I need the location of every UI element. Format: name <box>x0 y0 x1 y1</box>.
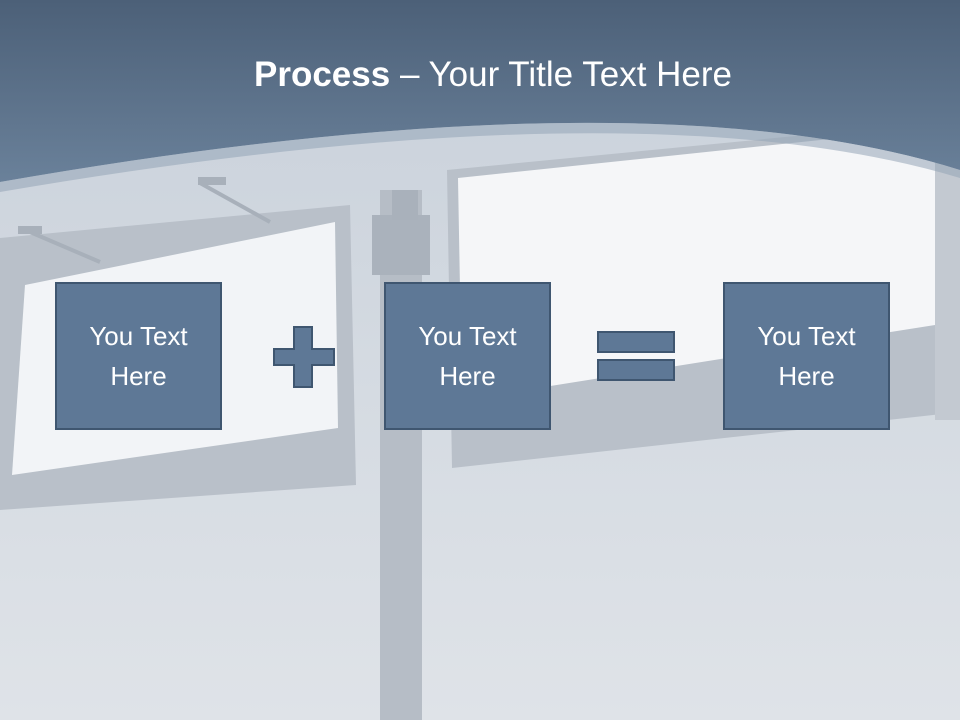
title-separator: – <box>390 55 429 94</box>
text-box-2-label: You Text Here <box>418 321 517 391</box>
text-box-1-label: You Text Here <box>89 321 188 391</box>
text-box-2[interactable]: You Text Here <box>384 282 551 430</box>
equals-icon <box>597 331 675 381</box>
text-box-1[interactable]: You Text Here <box>55 282 222 430</box>
text-box-3-label: You Text Here <box>757 321 856 391</box>
plus-icon <box>273 326 335 388</box>
title-rest-text: Your Title Text Here <box>428 55 733 94</box>
slide-title: Process – Your Title Text Here <box>0 52 960 98</box>
text-box-3[interactable]: You Text Here <box>723 282 890 430</box>
title-bold-text: Process <box>254 55 391 94</box>
